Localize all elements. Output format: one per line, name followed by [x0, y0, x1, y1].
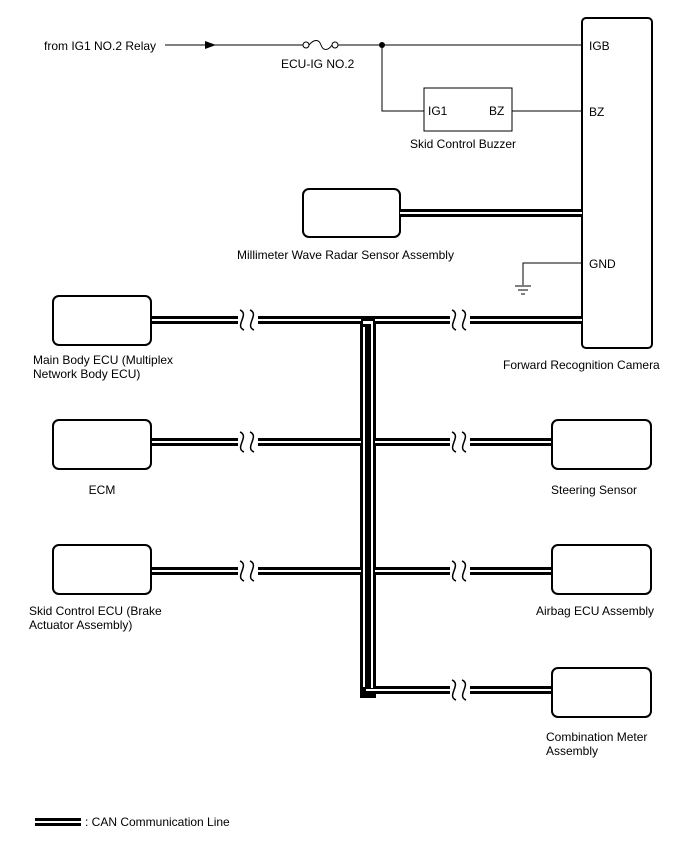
- steering-sensor-name: Steering Sensor: [551, 483, 638, 497]
- airbag-ecu-box: [551, 544, 652, 595]
- main-body-ecu-name-1: Main Body ECU (Multiplex: [33, 353, 174, 367]
- ecm-name: ECM: [88, 483, 116, 497]
- buzzer-box: [423, 87, 513, 132]
- can-bus: [151, 316, 582, 698]
- ground-line: [522, 262, 582, 285]
- combination-meter-name-1: Combination Meter: [546, 730, 648, 744]
- ground-icon: [515, 285, 531, 295]
- skid-control-ecu-name-1: Skid Control ECU (Brake: [29, 604, 162, 618]
- skid-control-ecu-box: [52, 544, 152, 595]
- main-body-ecu-name-2: Network Body ECU): [33, 367, 141, 381]
- camera-box: [581, 17, 653, 349]
- fuse-label: ECU-IG NO.2: [281, 57, 355, 71]
- combination-meter-name-2: Assembly: [546, 744, 599, 758]
- radar-name: Millimeter Wave Radar Sensor Assembly: [237, 248, 454, 262]
- steering-sensor-box: [551, 419, 652, 470]
- camera-pin-bz: BZ: [589, 105, 605, 119]
- airbag-ecu-name: Airbag ECU Assembly: [536, 604, 655, 618]
- camera-pin-igb: IGB: [589, 39, 610, 53]
- arrow-icon: [205, 41, 216, 49]
- buzzer-feed-line: [381, 45, 424, 112]
- ecm-box: [52, 419, 152, 470]
- combination-meter-box: [551, 667, 652, 718]
- twist-marks: [238, 309, 470, 701]
- legend-label: : CAN Communication Line: [85, 815, 230, 829]
- buzzer-name: Skid Control Buzzer: [410, 137, 517, 151]
- source-label: from IG1 NO.2 Relay: [44, 39, 157, 53]
- buzzer-pin-bz: BZ: [489, 104, 505, 118]
- main-body-ecu-box: [52, 295, 152, 346]
- fuse-icon: [302, 40, 339, 50]
- skid-control-ecu-name-2: Actuator Assembly): [29, 618, 133, 632]
- radar-box: [302, 188, 401, 238]
- buzzer-pin-ig1: IG1: [428, 104, 448, 118]
- camera-pin-gnd: GND: [589, 257, 616, 271]
- camera-name: Forward Recognition Camera: [503, 358, 660, 372]
